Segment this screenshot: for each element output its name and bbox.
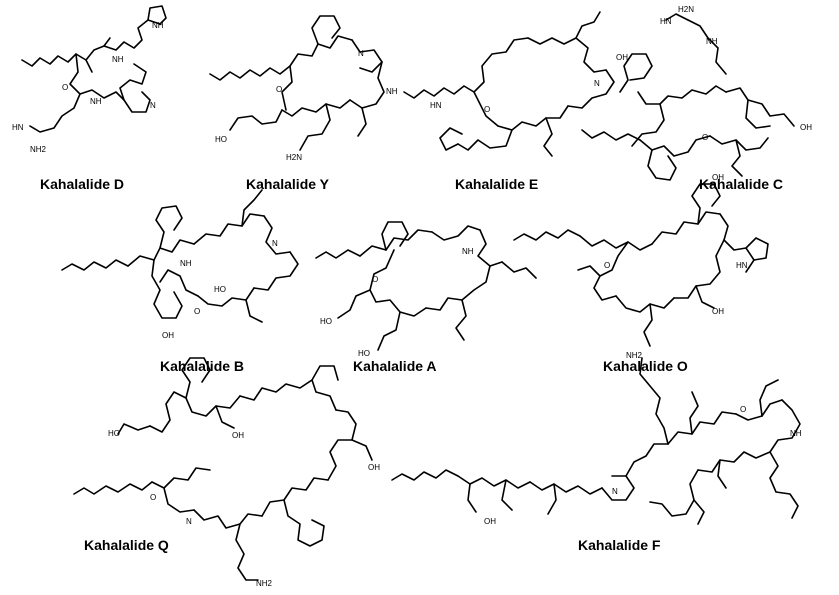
- atom-oh: OH: [232, 431, 244, 440]
- atom-n: N: [612, 487, 618, 496]
- atom-h2n: H2N: [678, 5, 694, 14]
- caption-kahalalide-q: Kahalalide Q: [84, 537, 169, 553]
- atom-o: O: [194, 307, 200, 316]
- atom-oh: OH: [368, 463, 380, 472]
- atom-oh: OH: [162, 331, 174, 340]
- structure-kahalalide-c: H2N HN NH OH OH O: [581, 5, 812, 181]
- atom-ho: HO: [215, 135, 227, 144]
- atom-n: N: [186, 517, 192, 526]
- structure-kahalalide-a: HO HO O NH: [315, 221, 537, 358]
- atom-oh: OH: [800, 123, 812, 132]
- caption-kahalalide-e: Kahalalide E: [455, 176, 539, 192]
- atom-ho: HO: [320, 317, 332, 326]
- atom-o: O: [276, 85, 282, 94]
- caption-kahalalide-f: Kahalalide F: [578, 537, 661, 553]
- atom-h2n: H2N: [286, 153, 302, 162]
- atom-nh2: NH2: [626, 351, 643, 360]
- atom-nh: NH: [180, 259, 192, 268]
- atom-o: O: [702, 133, 708, 142]
- atom-o: O: [62, 83, 68, 92]
- caption-kahalalide-o: Kahalalide O: [603, 358, 688, 374]
- atom-oh: OH: [712, 173, 724, 182]
- atom-n: N: [150, 101, 156, 110]
- caption-kahalalide-d: Kahalalide D: [40, 176, 125, 192]
- atom-ho: HO: [108, 429, 120, 438]
- caption-kahalalide-c: Kahalalide C: [699, 176, 784, 192]
- atom-nh: NH: [706, 37, 718, 46]
- structure-kahalalide-o: OH OH HN O: [513, 173, 769, 347]
- structure-kahalalide-f: NH2 OH O NH N: [391, 351, 802, 526]
- atom-nh2: NH2: [30, 145, 47, 154]
- atom-nh: NH: [386, 87, 398, 96]
- atom-hn: HN: [12, 123, 24, 132]
- atom-ho: HO: [358, 349, 370, 358]
- atom-nh: NH: [152, 21, 164, 30]
- atom-hn: HN: [736, 261, 748, 270]
- atom-nh: NH: [790, 429, 802, 438]
- atom-nh: NH: [90, 97, 102, 106]
- caption-kahalalide-y: Kahalalide Y: [246, 176, 330, 192]
- structure-kahalalide-y: O HO H2N N NH: [209, 15, 398, 162]
- atom-o: O: [740, 405, 746, 414]
- atom-oh: OH: [616, 53, 628, 62]
- structure-kahalalide-e: HN O N: [403, 11, 615, 157]
- atom-o: O: [150, 493, 156, 502]
- atom-n: N: [594, 79, 600, 88]
- atom-hn: HN: [660, 17, 672, 26]
- structure-kahalalide-q: HO OH OH NH2 O N: [73, 357, 380, 588]
- structure-kahalalide-b: NH OH HO N O: [61, 189, 299, 340]
- caption-kahalalide-b: Kahalalide B: [160, 358, 245, 374]
- atom-n: N: [272, 239, 278, 248]
- atom-oh: OH: [484, 517, 496, 526]
- atom-oh: OH: [712, 307, 724, 316]
- atom-nh: NH: [462, 247, 474, 256]
- atom-o: O: [604, 261, 610, 270]
- atom-nh2: NH2: [256, 579, 273, 588]
- atom-o: O: [484, 105, 490, 114]
- atom-o: O: [372, 275, 378, 284]
- atom-oh: HO: [214, 285, 226, 294]
- structure-kahalalide-d: O NH NH NH HN NH2 N: [12, 5, 167, 154]
- atom-n: N: [358, 49, 364, 58]
- atom-nh: NH: [112, 55, 124, 64]
- atom-hn: HN: [430, 101, 442, 110]
- caption-kahalalide-a: Kahalalide A: [353, 358, 437, 374]
